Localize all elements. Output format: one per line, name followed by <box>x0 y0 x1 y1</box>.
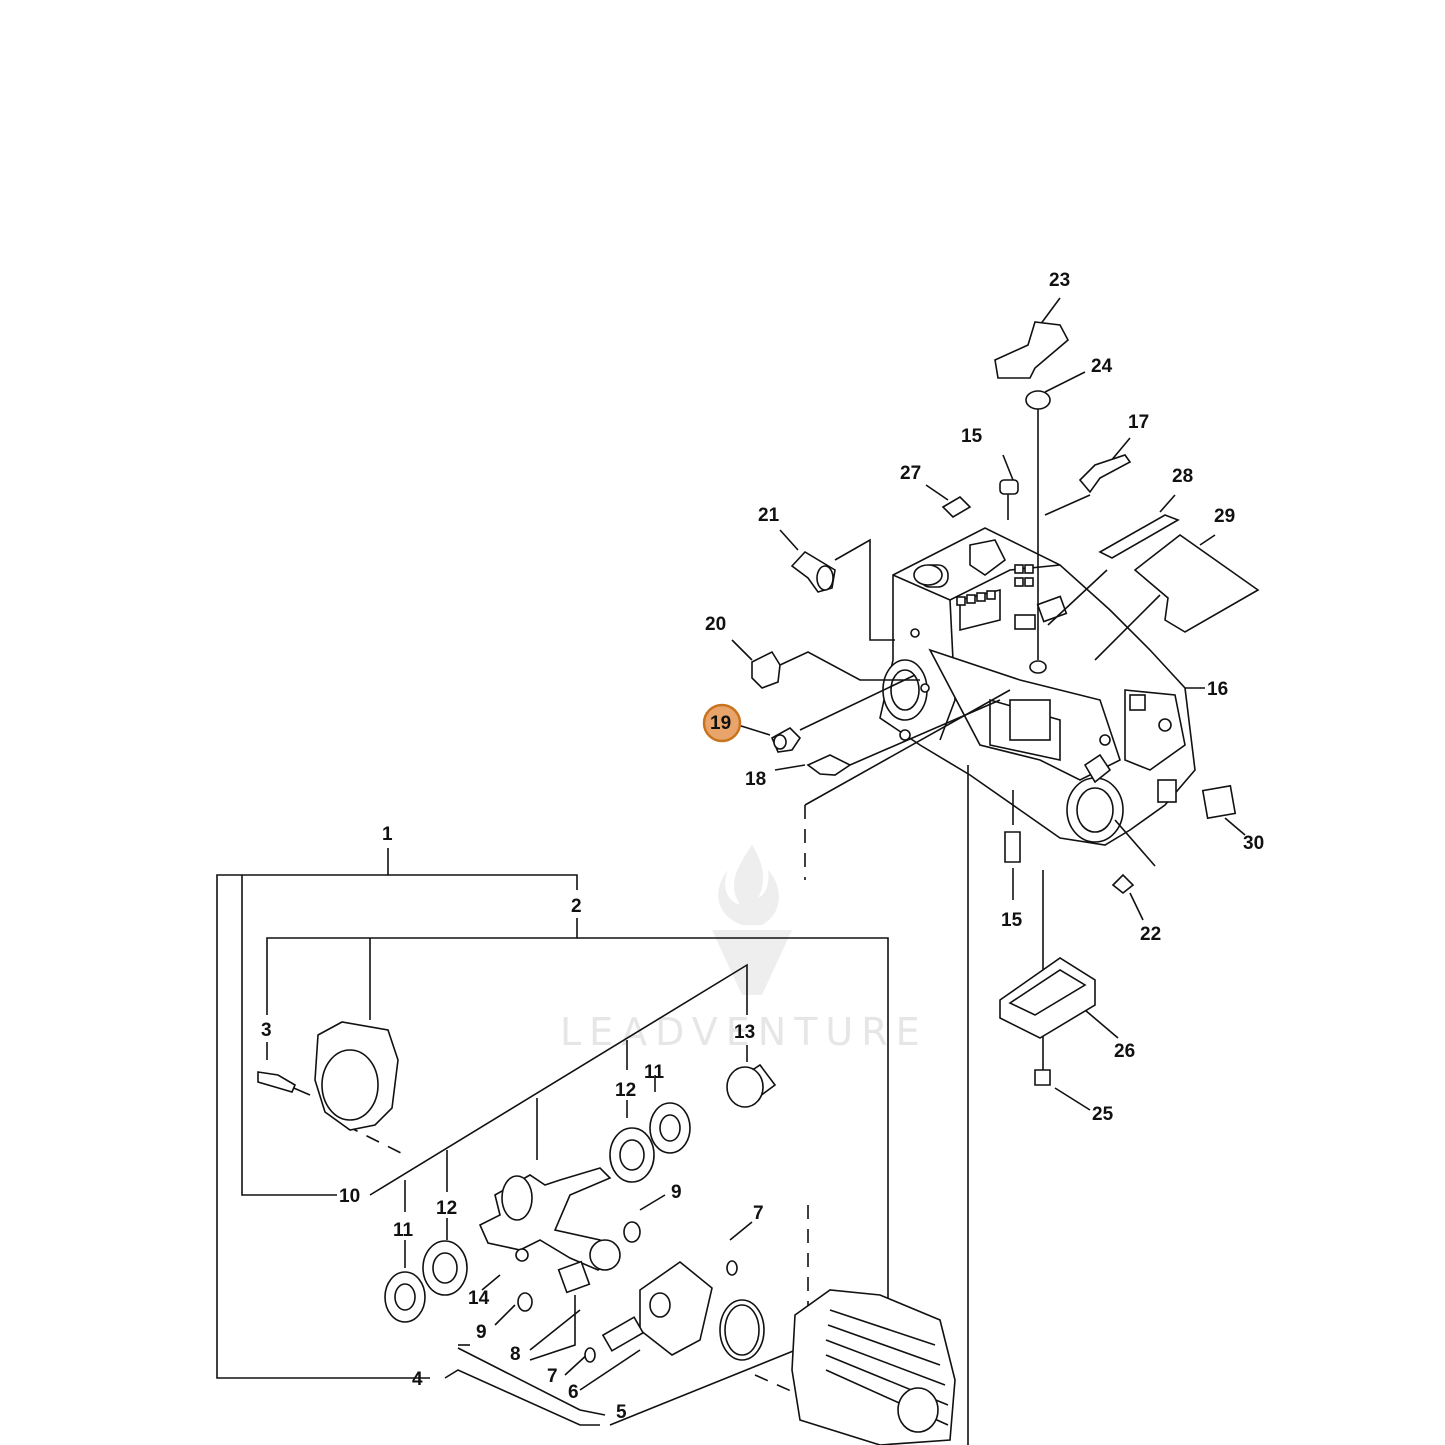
flame-logo-icon <box>718 845 779 925</box>
part-22-screw <box>1111 873 1135 895</box>
callout-22[interactable]: 22 <box>1140 924 1161 945</box>
callout-12-right[interactable]: 12 <box>615 1080 636 1101</box>
watermark-text: LEADVENTURE <box>560 1010 928 1054</box>
callout-18[interactable]: 18 <box>745 769 766 790</box>
part-28-gasket <box>1098 514 1180 559</box>
part-18-bracket <box>806 754 852 776</box>
part-25-screw <box>1034 1069 1051 1086</box>
callout-2[interactable]: 2 <box>571 896 582 917</box>
part-7-circlip-right <box>726 1260 738 1276</box>
highlight-circle <box>702 703 742 743</box>
callout-1[interactable]: 1 <box>382 824 393 845</box>
part-17-fitting <box>1078 454 1132 494</box>
callout-28[interactable]: 28 <box>1172 466 1193 487</box>
part-27-label <box>941 495 972 519</box>
crankcase-assembly <box>879 527 1196 846</box>
part-8-needle-cage <box>557 1260 591 1294</box>
callout-4[interactable]: 4 <box>412 1369 423 1390</box>
part-14-key <box>515 1248 529 1262</box>
callout-25[interactable]: 25 <box>1092 1104 1114 1125</box>
callout-14[interactable]: 14 <box>468 1288 490 1309</box>
callout-labels: 23 24 17 15 27 28 29 21 20 16 19 18 30 1… <box>261 270 1264 1423</box>
leader-lines <box>731 297 1246 1445</box>
callout-16[interactable]: 16 <box>1207 679 1228 700</box>
callout-10[interactable]: 10 <box>339 1186 360 1207</box>
callout-29[interactable]: 29 <box>1214 506 1235 527</box>
part-23-cover <box>994 321 1070 379</box>
lower-parts <box>257 1021 956 1445</box>
callout-24[interactable]: 24 <box>1091 356 1113 377</box>
callout-26[interactable]: 26 <box>1114 1041 1135 1062</box>
part-29-gasket <box>1133 534 1260 633</box>
callout-15-bottom[interactable]: 15 <box>1001 910 1023 931</box>
bracket-lines <box>216 848 889 1426</box>
callout-6[interactable]: 6 <box>568 1382 579 1403</box>
part-9-washer-left <box>517 1292 533 1312</box>
callout-15-top[interactable]: 15 <box>961 426 983 447</box>
part-6-piston-pin <box>601 1316 645 1352</box>
callout-8[interactable]: 8 <box>510 1344 521 1365</box>
callout-5[interactable]: 5 <box>616 1402 627 1423</box>
callout-7-right[interactable]: 7 <box>753 1203 764 1224</box>
callout-9-left[interactable]: 9 <box>476 1322 487 1343</box>
callout-17[interactable]: 17 <box>1128 412 1149 433</box>
callout-19[interactable]: 19 <box>710 713 731 734</box>
callout-30[interactable]: 30 <box>1243 833 1264 854</box>
callout-13[interactable]: 13 <box>734 1022 755 1043</box>
callout-21[interactable]: 21 <box>758 505 780 526</box>
part-7-circlip-left <box>584 1347 596 1363</box>
callout-12-left[interactable]: 12 <box>436 1198 457 1219</box>
callout-23[interactable]: 23 <box>1049 270 1070 291</box>
part-26-pad <box>999 957 1096 1039</box>
watermark: LEADVENTURE <box>560 845 928 1054</box>
part-24-plug <box>1025 390 1051 410</box>
callout-11-left[interactable]: 11 <box>393 1220 414 1241</box>
part-3-screw <box>257 1071 297 1093</box>
callout-11-right[interactable]: 11 <box>644 1062 665 1083</box>
part-30-seal <box>1201 784 1237 820</box>
callout-9-right[interactable]: 9 <box>671 1182 682 1203</box>
callout-7-left[interactable]: 7 <box>547 1366 558 1387</box>
callout-27[interactable]: 27 <box>900 463 921 484</box>
small-parts-upper <box>751 321 1260 1086</box>
callout-3[interactable]: 3 <box>261 1020 272 1041</box>
part-9-washer-right <box>623 1221 641 1243</box>
part-15-screw-top <box>999 479 1019 495</box>
callout-20[interactable]: 20 <box>705 614 726 635</box>
part-15-screw-bottom <box>1004 831 1021 863</box>
part-20-buffer <box>751 650 781 689</box>
